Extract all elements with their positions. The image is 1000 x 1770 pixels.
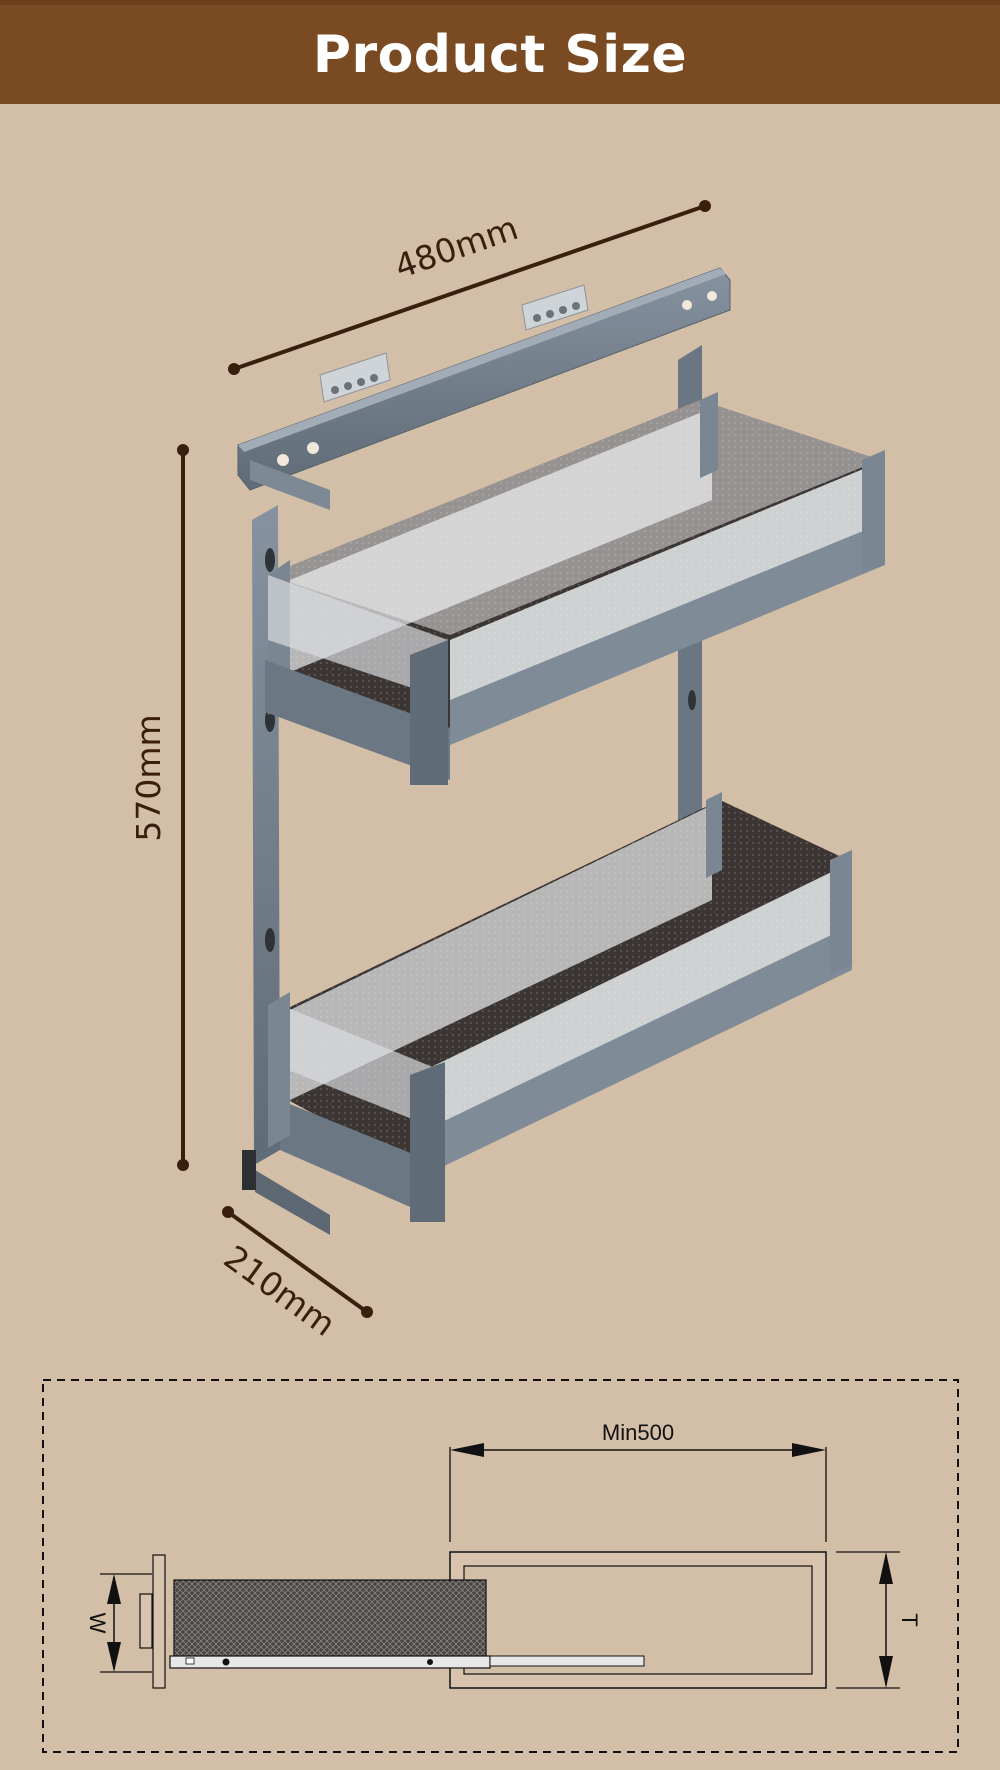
height-endpoint-top [177,444,189,456]
schematic-border [42,1379,959,1753]
width-endpoint-right [699,200,711,212]
product-diagram: 480mm 570mm 210mm [42,200,959,1753]
width-endpoint-left [228,363,240,375]
header-banner: Product Size [0,0,1000,104]
height-label: 570mm [129,714,168,841]
lower-basket [268,792,852,1222]
front-panel [152,1554,166,1689]
bottom-bracket [255,1170,330,1235]
height-dimension: 570mm [129,444,189,1171]
depth-label: 210mm [217,1238,343,1344]
depth-dimension-line [226,1210,369,1314]
width-dimension: 480mm [228,200,711,375]
depth-endpoint-right [361,1306,373,1318]
w-dimension-label: W [85,1613,110,1634]
t-dimension-label: T [897,1613,922,1626]
min-dimension-label: Min500 [602,1420,674,1445]
upper-basket [265,392,885,785]
handle [139,1593,153,1649]
slide-rail [489,1655,645,1667]
mounting-bracket-left [319,352,391,403]
installation-schematic: Min500 T W [42,1379,959,1753]
basket-rack-illustration [237,267,885,1235]
width-dimension-line [233,204,706,371]
basket-side-view [173,1579,487,1659]
page-title: Product Size [312,25,688,85]
mounting-bracket-right [521,284,589,331]
height-endpoint-bottom [177,1159,189,1171]
depth-endpoint-left [222,1206,234,1218]
depth-dimension: 210mm [217,1206,373,1344]
runner [169,1655,491,1669]
